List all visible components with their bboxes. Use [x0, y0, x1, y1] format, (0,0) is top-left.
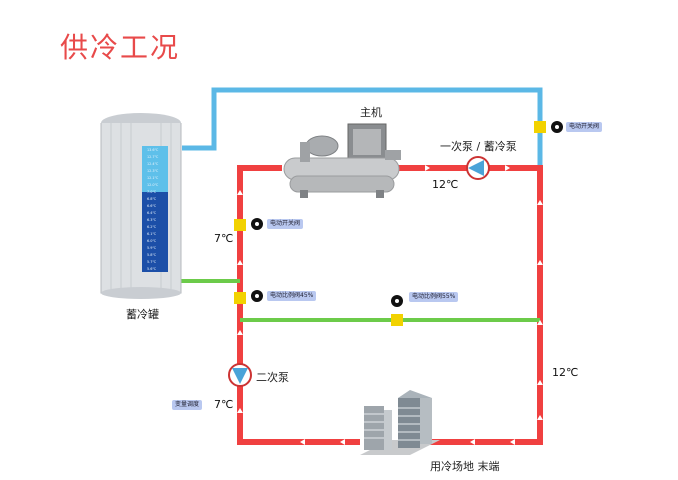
secondary-pump-label: 二次泵: [256, 371, 289, 384]
return-pipe: [182, 87, 543, 168]
tank-level-label: 6.1℃: [147, 232, 156, 236]
actuator-icons: [251, 121, 563, 307]
chiller-out-temp: 12℃: [432, 178, 459, 191]
chiller-label: 主机: [360, 106, 382, 119]
tank-level-label: 12.4℃: [147, 162, 159, 166]
left-supply-temp: 7℃: [214, 232, 234, 245]
primary-pump-label: 一次泵 / 蓄冷泵: [440, 140, 517, 153]
tank-level-label: 5.8℃: [147, 253, 156, 257]
valve-center[interactable]: [391, 314, 403, 326]
valve-top-right[interactable]: [534, 121, 546, 133]
chiller-icon: [283, 123, 401, 198]
tank-level-label: 6.4℃: [147, 211, 156, 215]
right-return-temp: 12℃: [552, 366, 579, 379]
tank-level-label: 12.7℃: [147, 155, 159, 159]
valve-left-upper[interactable]: [234, 219, 246, 231]
valve-left-middle[interactable]: [234, 292, 246, 304]
tank-label: 蓄冷罐: [126, 308, 159, 321]
valve-top-right-tag: 电动开关阀: [566, 122, 603, 132]
primary-pump-icon[interactable]: [466, 156, 490, 180]
tank-level-label: 5.6℃: [147, 267, 156, 271]
tank-level-label: 13.6℃: [147, 148, 159, 152]
secondary-pump-tag: 变量调度: [172, 400, 203, 410]
valve-center-tag: 电动比例阀55%: [409, 292, 459, 302]
tank-level-label: 6.2℃: [147, 225, 156, 229]
tank-level-label: 6.3℃: [147, 218, 156, 222]
tank-level-label: 6.6℃: [147, 204, 156, 208]
tank-level-label: 12.1℃: [147, 176, 159, 180]
supply-pipe-left: [237, 165, 360, 445]
tank-level-label: 5.7℃: [147, 260, 156, 264]
valve-left-middle-tag: 电动比例阀45%: [267, 291, 317, 301]
secondary-pump-icon[interactable]: [228, 363, 252, 387]
tank-level-label: 6.8℃: [147, 197, 156, 201]
bottom-supply-temp: 7℃: [214, 398, 234, 411]
valve-left-upper-tag: 电动开关阀: [267, 219, 304, 229]
tank-level-label: 6.0℃: [147, 239, 156, 243]
tank-level-label: 12.0℃: [147, 183, 159, 187]
storage-tank-icon: 13.6℃ 12.7℃ 12.4℃ 12.3℃ 12.1℃ 12.0℃ 7.0℃ 6.8℃ 6.…: [100, 113, 182, 299]
page-title: 供冷工况: [60, 31, 181, 64]
tank-level-label: 5.9℃: [147, 246, 156, 250]
terminal-label: 用冷场地 末端: [430, 460, 500, 473]
tank-level-label: 7.0℃: [147, 190, 156, 194]
flow-arrows: [237, 165, 543, 445]
tank-level-label: 12.3℃: [147, 169, 159, 173]
buildings-icon: [360, 390, 440, 455]
